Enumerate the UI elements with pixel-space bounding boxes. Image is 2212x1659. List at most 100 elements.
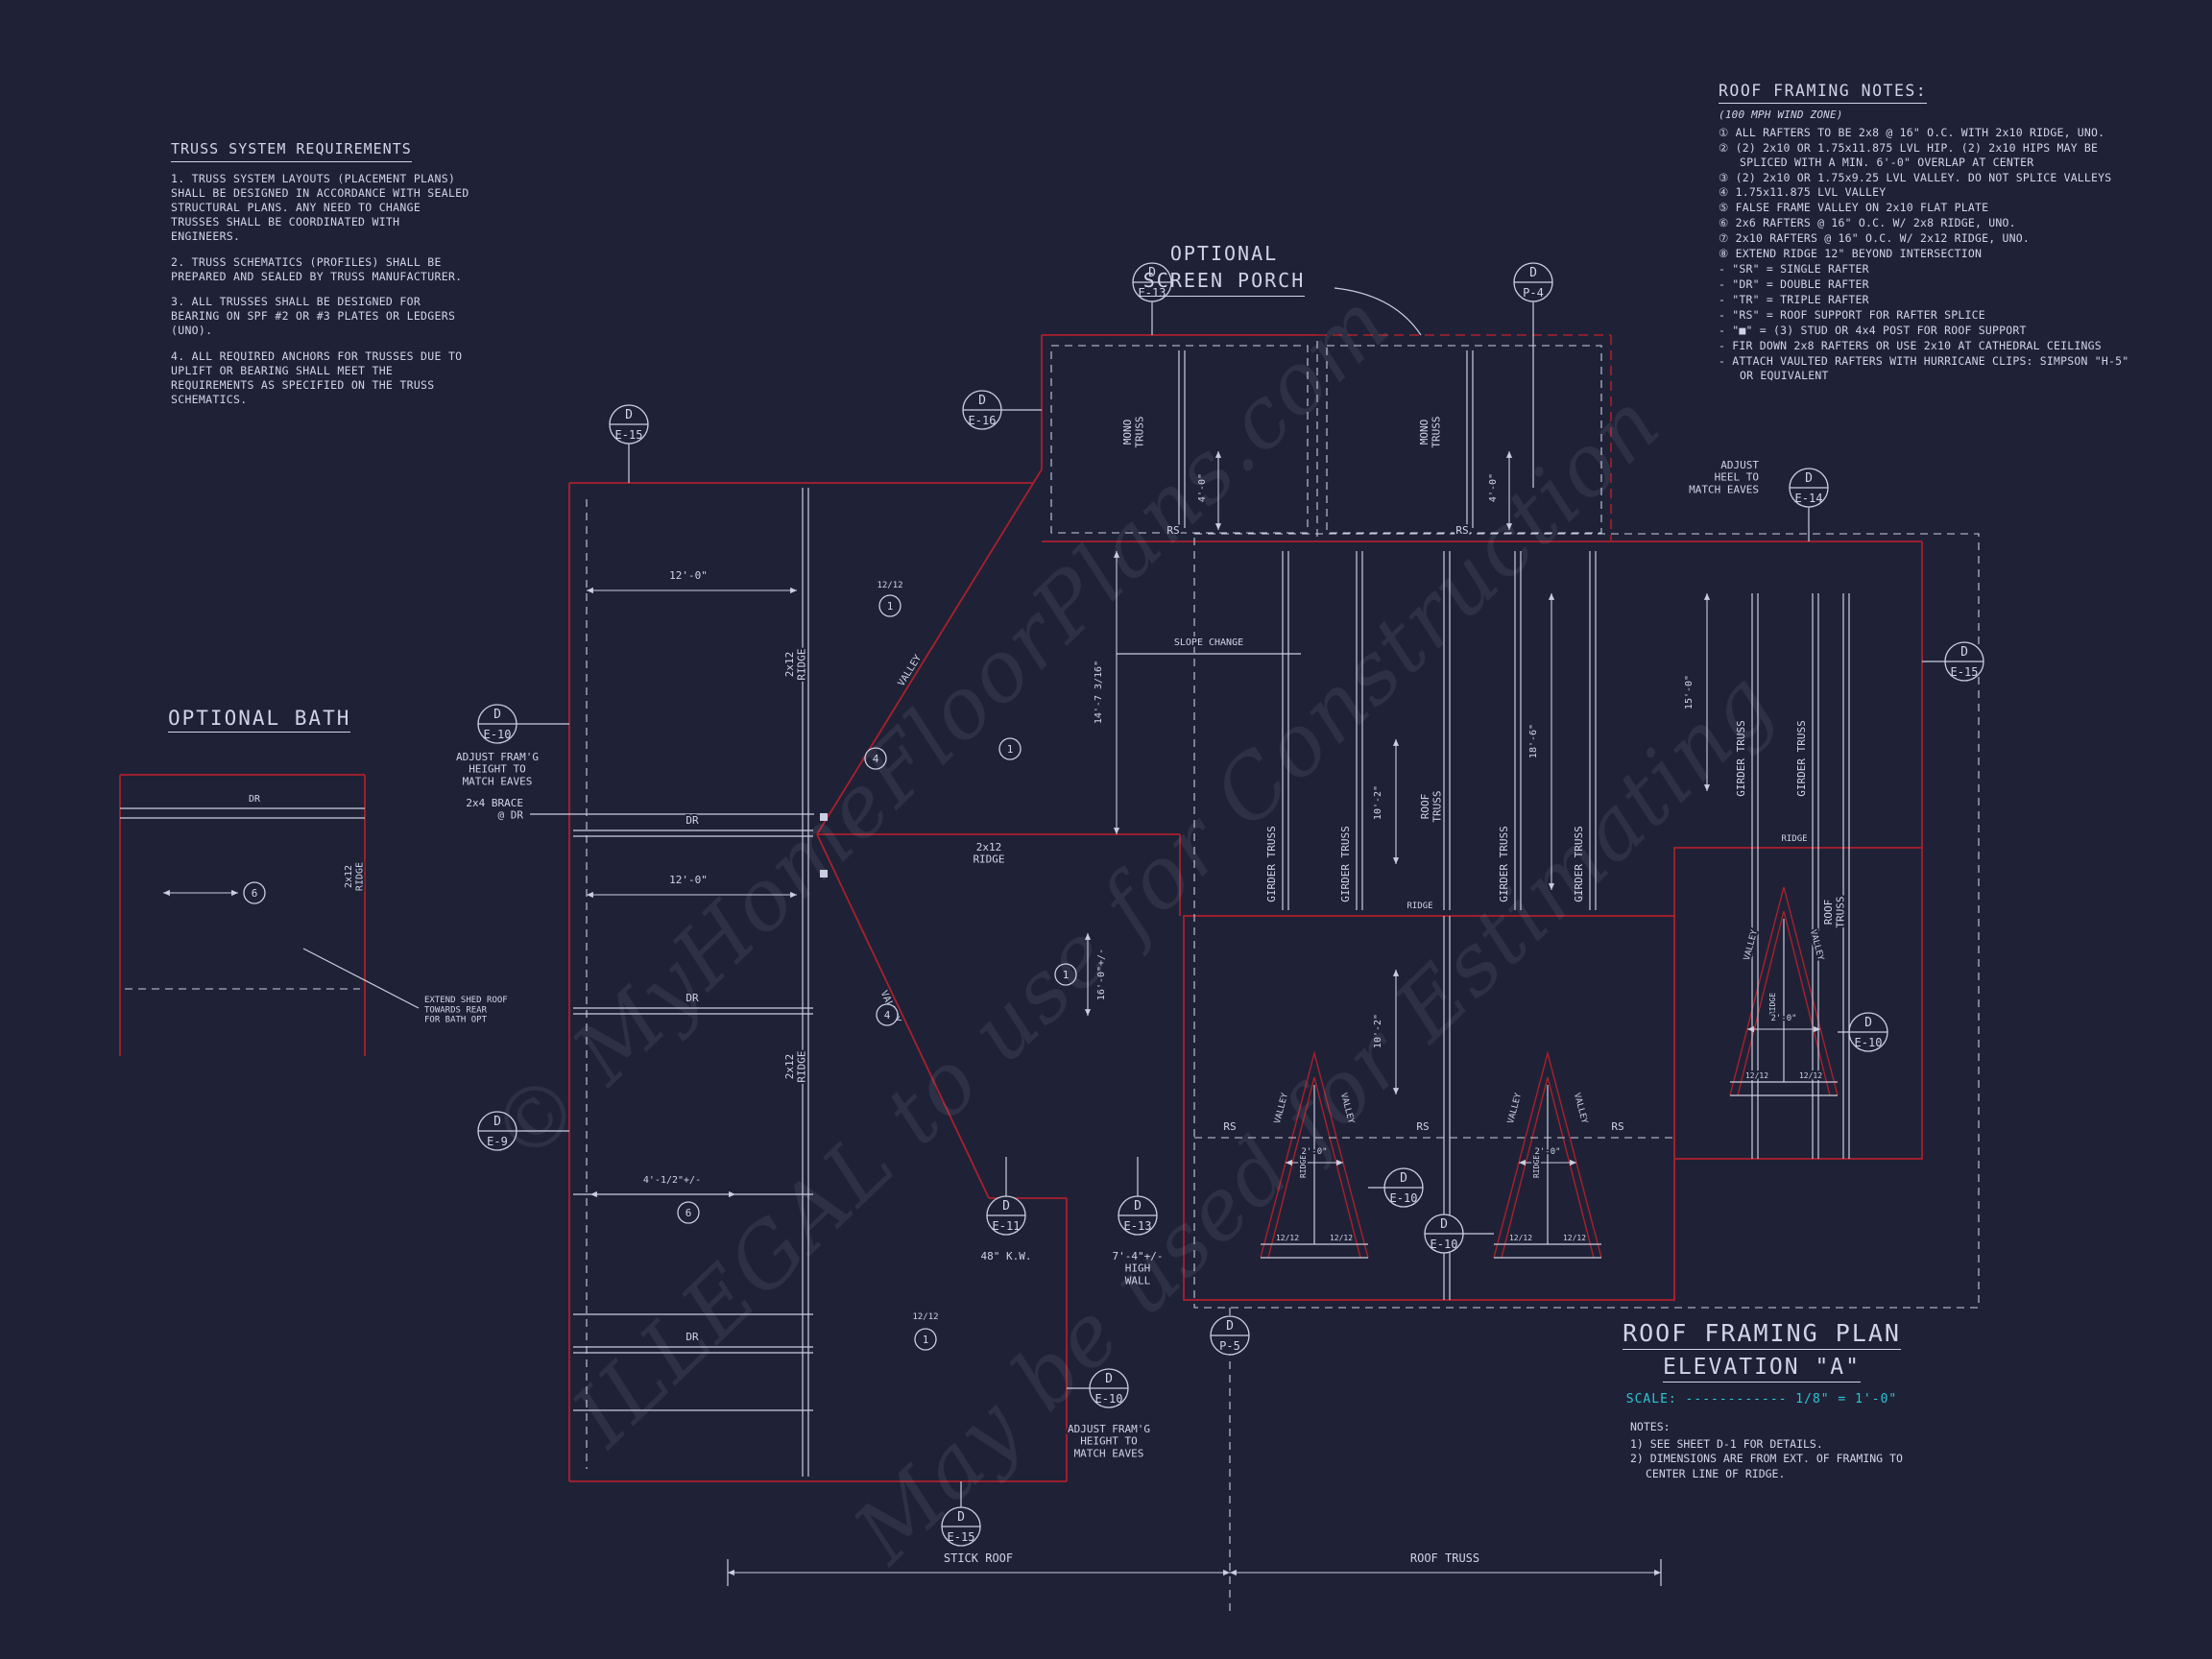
truss-system-requirements: TRUSS SYSTEM REQUIREMENTS 1. TRUSS SYSTE… [171,140,470,418]
svg-text:E-10: E-10 [1431,1238,1458,1251]
roof-note-line: ⑧ EXTEND RIDGE 12" BEYOND INTERSECTION [1719,247,1983,261]
detail-marker-e-9: DE-9 [477,1111,517,1151]
plan-label: 14'-7 3/16" [1094,661,1104,724]
truss-requirements-title: TRUSS SYSTEM REQUIREMENTS [171,140,412,162]
detail-marker-e-10: DE-10 [1424,1214,1464,1254]
keynote-ref: 4 [876,1003,899,1026]
screen-porch-line2: SCREEN PORCH [1142,267,1306,297]
svg-text:1: 1 [1063,969,1070,981]
title-block-note: 2) DIMENSIONS ARE FROM EXT. OF FRAMING T… [1630,1452,1903,1480]
plan-label: DR [685,814,699,827]
roof-note-line: ⑦ 2x10 RAFTERS @ 16" O.C. W/ 2x12 RIDGE,… [1719,231,2030,246]
plan-label: 12/12 [877,581,902,590]
svg-text:E-10: E-10 [1390,1191,1418,1205]
title-block-notes-title: NOTES: [1630,1420,1671,1433]
roof-support-post [820,870,828,878]
roof-note-line: ⑤ FALSE FRAME VALLEY ON 2x10 FLAT PLATE [1719,201,1989,215]
svg-text:D: D [957,1510,965,1525]
screen-porch-line1: OPTIONAL [1169,242,1279,265]
plan-label: RS [1223,1120,1236,1133]
plan-label: 18'-6" [1528,724,1539,758]
svg-text:D: D [1226,1319,1234,1334]
plan-label: 2x4 BRACE@ DR [466,797,523,822]
plan-label: RIDGE [1768,993,1777,1016]
truss-requirement-paragraph: 2. TRUSS SCHEMATICS (PROFILES) SHALL BE … [171,254,463,283]
detail-marker-e-15: DE-15 [941,1506,981,1547]
plan-label: 15'-0" [1684,675,1695,709]
plan-label: RIDGE [1407,902,1432,911]
detail-marker-e-15: DE-15 [1944,641,1984,682]
keynote-ref: 1 [1054,963,1077,986]
truss-requirements-list: 1. TRUSS SYSTEM LAYOUTS (PLACEMENT PLANS… [171,172,470,407]
detail-marker-p-4: DP-4 [1513,262,1553,302]
svg-text:4: 4 [873,753,879,765]
svg-text:6: 6 [252,887,258,900]
plan-label: GIRDER TRUSS [1735,720,1747,796]
plan-label: 12/12 [1799,1071,1822,1080]
svg-text:E-10: E-10 [1855,1036,1883,1049]
svg-text:E-16: E-16 [969,414,997,427]
roof-note-line: - ATTACH VAULTED RAFTERS WITH HURRICANE … [1719,353,2129,382]
keynote-ref: 1 [878,594,902,617]
roof-note-line: ③ (2) 2x10 OR 1.75x9.25 LVL VALLEY. DO N… [1719,170,2112,184]
plan-label: ROOFTRUSS [1419,790,1444,822]
detail-marker-e-13: DE-13 [1118,1195,1158,1236]
truss-requirement-paragraph: 4. ALL REQUIRED ANCHORS FOR TRUSSES DUE … [171,349,463,407]
optional-bath-label: OPTIONAL BATH [168,707,351,733]
svg-text:D: D [1148,266,1156,280]
svg-text:1: 1 [887,600,894,613]
plan-label: 12/12 [1745,1071,1768,1080]
svg-text:E-10: E-10 [1095,1392,1123,1406]
svg-text:D: D [978,394,986,408]
plan-label: 10'-2" [1373,785,1383,820]
detail-marker-p-5: D P-5 [1210,1315,1250,1356]
plan-label: RIDGE [1781,834,1807,844]
svg-text:D: D [1134,1199,1142,1214]
plan-label: 12/12 [1330,1234,1353,1242]
detail-marker-e-10: DE-10 [1089,1368,1129,1408]
plan-label: 12/12 [1509,1234,1532,1242]
keynote-ref: 6 [677,1201,700,1224]
detail-markers: DE-15DE-16DE-13DP-4DE-14DE-15DE-10DE-9DE… [477,262,1984,1547]
plan-label: GIRDER TRUSS [1265,826,1278,902]
svg-text:E-15: E-15 [615,428,643,442]
keynote-ref: 1 [914,1328,937,1351]
detail-marker-e-15: DE-15 [609,404,649,445]
title-block: ROOF FRAMING PLAN ELEVATION "A" SCALE: -… [1575,1319,1949,1481]
plan-label: 12'-0" [669,874,708,886]
plan-label: 12/12 [1563,1234,1586,1242]
detail-marker-e-10: DE-10 [1848,1012,1888,1052]
svg-text:D: D [493,708,501,722]
plan-label: 2'-0" [1534,1147,1560,1157]
plan-label: MONOTRUSS [1418,416,1443,447]
plan-label: DR [685,992,699,1004]
plan-label: RS [1611,1120,1623,1133]
svg-text:E-10: E-10 [484,728,512,741]
title-block-notes: NOTES: 1) SEE SHEET D-1 FOR DETAILS.2) D… [1575,1420,1949,1481]
svg-text:E-15: E-15 [1951,665,1979,679]
red-roof-outline [119,334,1923,1482]
plan-label: 4'-0" [1488,473,1499,502]
plan-label: RIDGE [1299,1155,1308,1178]
plan-label: ROOFTRUSS [1822,896,1847,927]
svg-text:P-5: P-5 [1219,1339,1240,1353]
leader-lines [302,287,1945,1507]
svg-text:D: D [493,1115,501,1129]
plan-label: 4'-1/2"+/- [643,1175,701,1186]
svg-text:D: D [1002,1199,1010,1214]
roof-notes-list: ① ALL RAFTERS TO BE 2x8 @ 16" O.C. WITH … [1719,126,2137,383]
screen-porch-heading: OPTIONAL SCREEN PORCH [1104,240,1344,297]
svg-text:E-11: E-11 [993,1219,1021,1233]
plan-label: GIRDER TRUSS [1339,826,1352,902]
plan-label: 2'-0" [1770,1014,1796,1023]
plan-label: MONOTRUSS [1121,416,1146,447]
plan-label: 12/12 [1276,1234,1299,1242]
